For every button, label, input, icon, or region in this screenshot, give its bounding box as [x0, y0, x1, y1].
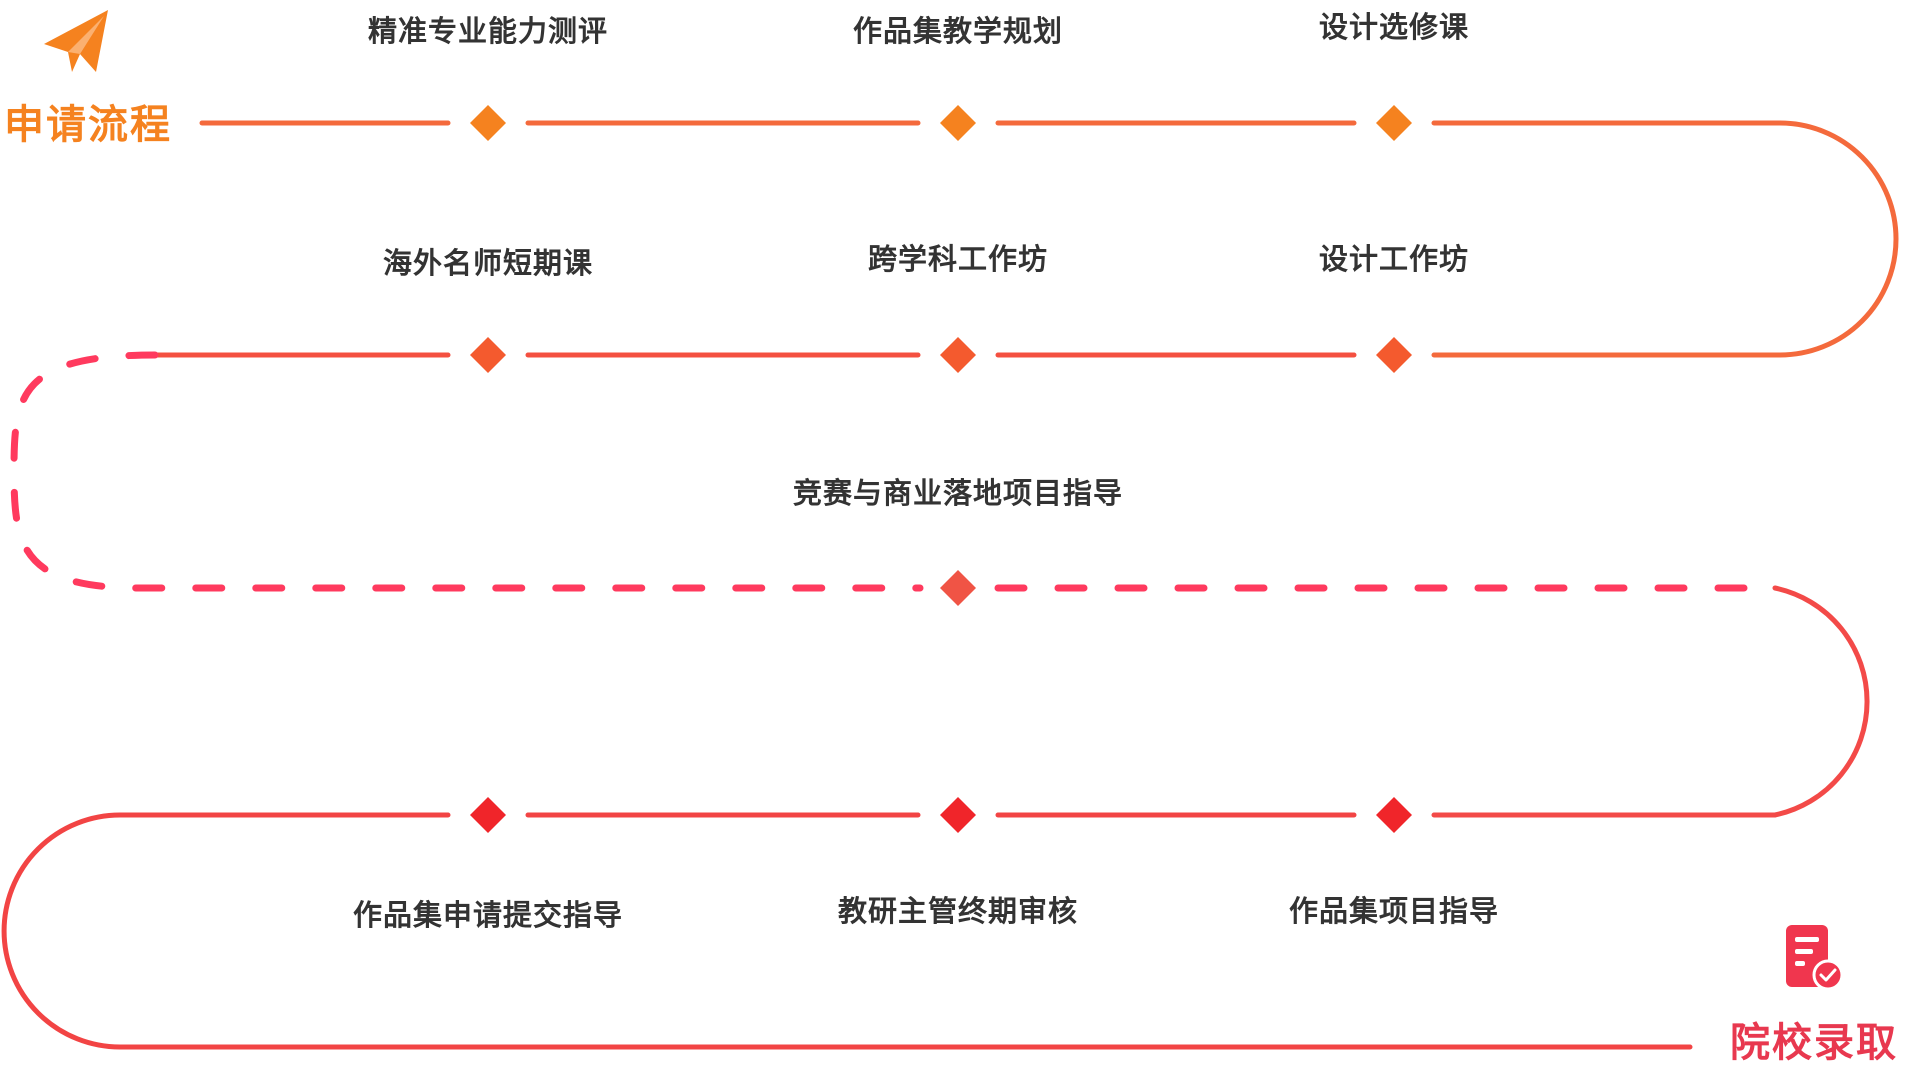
step-label: 作品集申请提交指导 [352, 898, 624, 932]
step-diamond-marker [940, 570, 976, 606]
step-diamond-marker [470, 337, 506, 373]
step-diamond-marker [1376, 105, 1412, 141]
step-label: 跨学科工作坊 [867, 242, 1049, 276]
step-label: 教研主管终期审核 [837, 894, 1079, 928]
paper-plane-icon [44, 10, 108, 72]
step-diamond-marker [1376, 337, 1412, 373]
step-label: 设计工作坊 [1318, 242, 1470, 276]
start-title: 申请流程 [4, 102, 172, 148]
right-loop-line [1431, 585, 1870, 818]
step-label: 海外名师短期课 [382, 246, 594, 280]
document-check-icon [1786, 925, 1844, 991]
step-label: 精准专业能力测评 [367, 14, 609, 48]
dashed-line [10, 351, 1779, 592]
step-label: 竞赛与商业落地项目指导 [792, 476, 1124, 510]
step-diamond-marker [1376, 797, 1412, 833]
step-diamond-marker [470, 797, 506, 833]
step-diamond-marker [940, 337, 976, 373]
row-1-line [199, 120, 1899, 358]
row-4-line [1, 812, 1693, 1050]
step-diamond-marker [940, 797, 976, 833]
end-title: 院校录取 [1730, 1020, 1898, 1066]
step-label: 作品集项目指导 [1288, 894, 1500, 928]
step-label: 作品集教学规划 [852, 14, 1064, 48]
step-diamond-marker [470, 105, 506, 141]
step-label: 设计选修课 [1318, 10, 1470, 44]
step-diamond-marker [940, 105, 976, 141]
